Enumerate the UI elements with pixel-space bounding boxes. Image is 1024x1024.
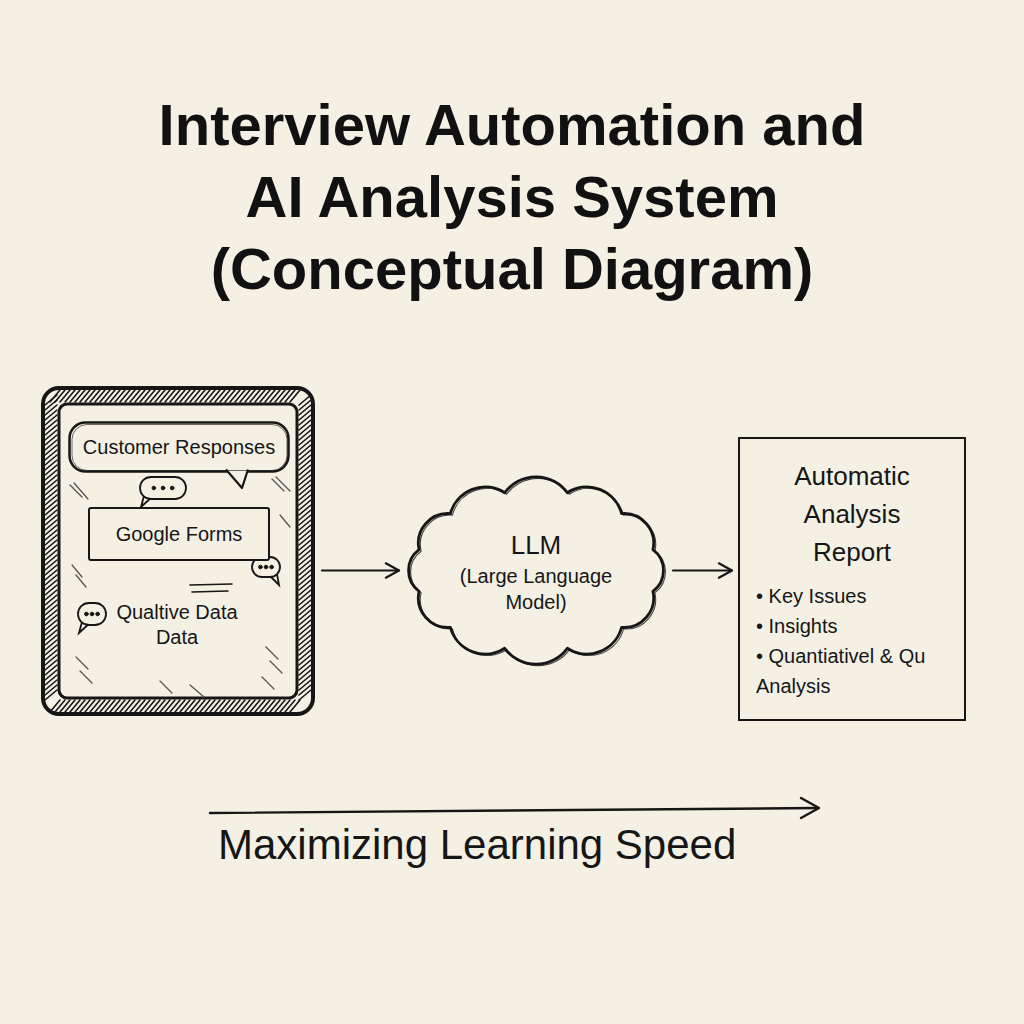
input-panel: Qualtive Data Data Customer ResponsesGoog…	[40, 385, 316, 717]
report-title: Automatic Analysis Report	[772, 457, 932, 571]
title: Interview Automation and AI Analysis Sys…	[140, 89, 885, 305]
text-group: Customer Responses	[83, 435, 275, 459]
text-group: Qualtive Data Data	[102, 600, 252, 650]
arrow-line	[322, 569, 399, 571]
bubble-text: Customer Responses	[83, 435, 275, 459]
text-group: LLM(Large Language Model)	[456, 527, 616, 615]
form-box: Google Forms	[88, 507, 270, 561]
speech-bubble: Customer Responses	[68, 421, 290, 473]
bullet-item: • Key Issues	[756, 581, 948, 611]
bullet-item: • Quantiativel & Qu Analysis	[756, 641, 948, 701]
chat-icon	[140, 477, 186, 507]
footer-caption: Maximizing Learning Speed	[218, 820, 736, 870]
arrow-head	[386, 563, 399, 577]
chat-icon	[252, 557, 280, 585]
progress-arrow-shaft	[210, 808, 818, 813]
cloud-subtitle: (Large Language Model)	[456, 563, 616, 615]
text-group: Automatic Analysis Report • Key Issues• I…	[756, 457, 948, 701]
llm-cloud: LLM(Large Language Model)	[405, 478, 667, 663]
flow-arrow	[673, 563, 732, 577]
progress-arrow-head	[801, 798, 819, 818]
arrow-line	[673, 569, 732, 571]
report-box: Automatic Analysis Report • Key Issues• I…	[738, 437, 966, 721]
cloud-title: LLM	[456, 527, 616, 563]
text-group: Google Forms	[116, 522, 243, 546]
chat-icon	[78, 603, 106, 633]
box-text: Google Forms	[116, 522, 243, 546]
bullet-item: • Insights	[756, 611, 948, 641]
flow-arrow	[322, 563, 399, 577]
arrow-head	[719, 563, 732, 577]
progress-arrow	[210, 798, 819, 818]
title-block: Interview Automation and AI Analysis Sys…	[0, 89, 1024, 305]
data-label: Qualtive Data Data	[102, 600, 252, 650]
